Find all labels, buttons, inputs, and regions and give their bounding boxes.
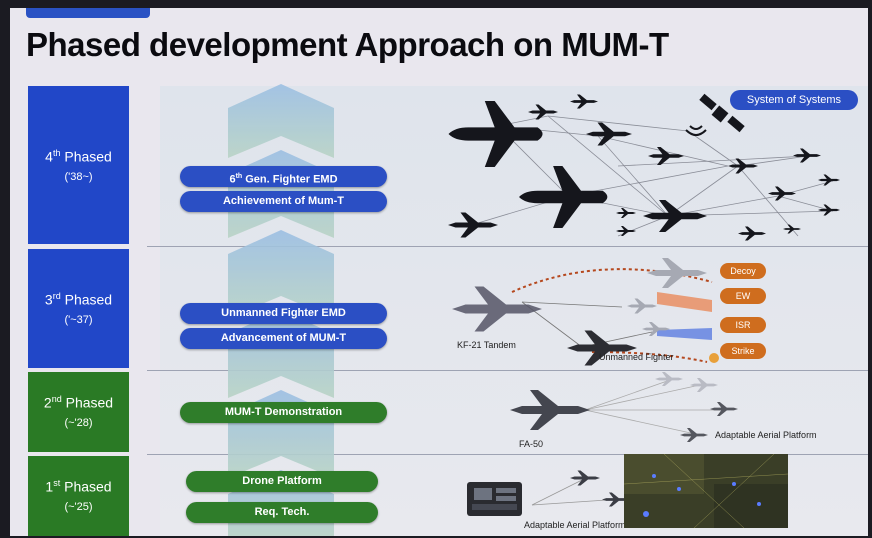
milestone-mumt-demonstration: MUM-T Demonstration [180, 402, 387, 423]
mission-tag-decoy: Decoy [720, 263, 766, 279]
phase-2-title: 2nd Phased [43, 394, 114, 411]
phase-3-title: 3rd Phased [44, 291, 113, 308]
phase-3-years: ('~37) [64, 313, 93, 326]
unmanned-fighter-label: Unmanned Fighter [599, 352, 674, 362]
system-of-systems-network [448, 93, 840, 241]
top-accent-bar [26, 8, 150, 18]
milestone-achievement-mumt: Achievement of Mum-T [180, 191, 387, 212]
milestone-req-tech: Req. Tech. [186, 502, 378, 523]
mission-tag-isr: ISR [720, 317, 766, 333]
mission-tag-ew: EW [720, 288, 766, 304]
phase-4-title: 4th Phased [45, 148, 112, 165]
phase-1-years: (~'25) [64, 500, 93, 513]
adaptable-aerial-platform-label: Adaptable Aerial Platform [715, 430, 817, 440]
milestone-advancement-mumt: Advancement of MUM-T [180, 328, 387, 349]
phase-2-years: (~'28) [64, 416, 93, 429]
satellite-icon [685, 93, 745, 136]
mission-tag-strike: Strike [720, 343, 766, 359]
phase-divider [147, 246, 868, 247]
phase-3: 3rd Phased ('~37) [28, 249, 129, 368]
adaptable-aerial-platform-label-phase1: Adaptable Aerial Platform [524, 520, 626, 530]
fa50-illustration [510, 372, 738, 442]
unmanned-fighter-illustration [452, 258, 719, 366]
drone-platform-illustration [467, 470, 630, 516]
milestone-drone-platform: Drone Platform [186, 471, 378, 492]
milestone-unmanned-fighter-emd: Unmanned Fighter EMD [180, 303, 387, 324]
phase-4: 4th Phased ('38~) [28, 86, 129, 244]
milestone-6th-gen-fighter-emd: 6th Gen. Fighter EMD [180, 166, 387, 187]
system-of-systems-badge: System of Systems [730, 90, 858, 110]
phase-2: 2nd Phased (~'28) [28, 372, 129, 452]
map-image [624, 454, 788, 528]
slide: Phased development Approach on MUM-T 4th… [10, 8, 868, 536]
phase-4-years: ('38~) [64, 170, 93, 183]
phase-divider [147, 454, 868, 455]
phase-1: 1st Phased (~'25) [28, 456, 129, 536]
page-title: Phased development Approach on MUM-T [26, 26, 669, 63]
phase-1-title: 1st Phased [45, 478, 112, 495]
phase-divider [147, 370, 868, 371]
fa50-label: FA-50 [519, 439, 544, 449]
kf21-label: KF-21 Tandem [457, 340, 516, 350]
